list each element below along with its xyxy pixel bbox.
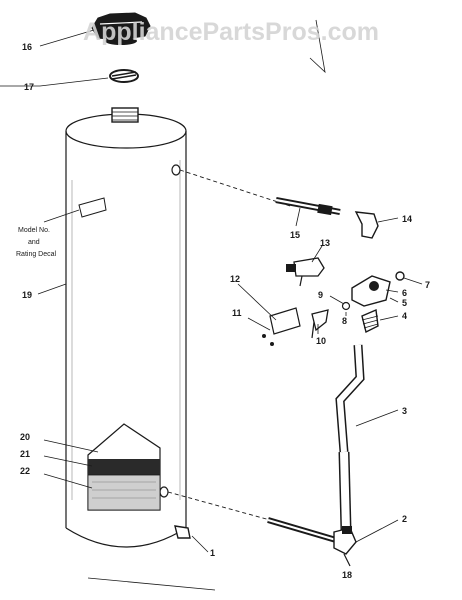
callout-3: 3	[402, 406, 407, 416]
callout-16: 16	[22, 42, 32, 52]
callout-14: 14	[402, 214, 412, 224]
callout-9: 9	[318, 290, 323, 300]
callout-17: 17	[24, 82, 34, 92]
parts-11-12-plate	[262, 307, 301, 346]
callout-12: 12	[230, 274, 240, 284]
callout-18: 18	[342, 570, 352, 580]
callout-21: 21	[20, 449, 30, 459]
callout-15: 15	[290, 230, 300, 240]
rating-decal	[78, 197, 107, 218]
decal-label-line-3: Rating Decal	[16, 251, 57, 258]
callout-13: 13	[320, 238, 330, 248]
callout-22: 22	[20, 466, 30, 476]
connection-line-15	[179, 169, 291, 207]
part-14-elbow	[354, 211, 379, 239]
part-10-fitting	[311, 309, 329, 339]
tank-body	[65, 107, 187, 548]
connection-line-2	[167, 491, 271, 521]
part-2-pipe	[267, 517, 357, 555]
callout-6: 6	[402, 288, 407, 298]
part-3-tube	[335, 344, 365, 531]
callout-19: 19	[22, 290, 32, 300]
callout-20: 20	[20, 432, 30, 442]
callout-7: 7	[425, 280, 430, 290]
part-16-cap	[91, 12, 151, 45]
corner-mark-bottom	[87, 577, 216, 591]
parts-20-22-burner	[87, 423, 161, 511]
callout-10: 10	[316, 336, 326, 346]
part-13-valve	[286, 257, 325, 287]
decal-label-line-2: and	[28, 239, 40, 246]
part-17-insert	[109, 69, 139, 83]
corner-mark-top	[309, 19, 326, 74]
callout-11: 11	[232, 308, 242, 318]
callout-1: 1	[210, 548, 215, 558]
callout-4: 4	[402, 311, 407, 321]
callout-2: 2	[402, 514, 407, 524]
part-15-pipe	[275, 197, 341, 216]
callout-8: 8	[342, 316, 347, 326]
parts-4-9-valve-assembly	[341, 271, 405, 334]
callout-5: 5	[402, 298, 407, 308]
part-18-drain	[343, 553, 351, 567]
decal-label-line-1: Model No.	[18, 227, 50, 234]
part-1-bracket	[174, 525, 191, 539]
watermark: AppliancePartsPros.com	[83, 18, 379, 46]
leader-lines	[0, 29, 423, 553]
